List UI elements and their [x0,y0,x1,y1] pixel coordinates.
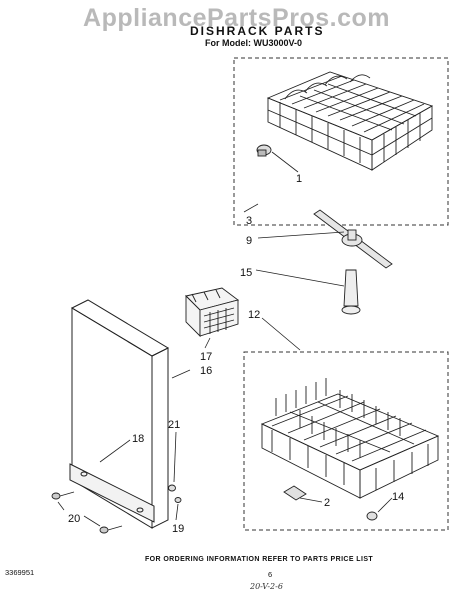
model-line: For Model: WU3000V-0 [205,38,303,48]
part-14-wheel [366,511,378,521]
callout-3: 3 [246,215,252,227]
handwritten-code: 20-V-2-6 [250,582,283,591]
ordering-note: FOR ORDERING INFORMATION REFER TO PARTS … [145,556,374,563]
callout-1: 1 [296,173,302,185]
upper-dishrack [266,71,434,171]
part-19-21-clip [168,484,182,503]
lower-rack-box [243,351,449,531]
callout-14: 14 [392,491,404,503]
part-9-spray-arm [313,209,393,269]
part-20-screws [51,491,123,534]
callout-20: 20 [68,513,80,525]
callout-19: 19 [172,523,184,535]
callout-15: 15 [240,267,252,279]
callout-2: 2 [324,497,330,509]
callout-18: 18 [132,433,144,445]
document-number: 3369951 [5,568,35,577]
lower-dishrack [260,378,440,499]
callout-12: 12 [248,309,260,321]
watermark: AppliancePartsPros.com [83,4,390,32]
callout-17: 17 [200,351,212,363]
callout-9: 9 [246,235,252,247]
part-18-trim-strip [69,463,155,523]
part-1-rack-stop [256,144,272,157]
part-15-feed-tube [341,269,361,315]
part-17-silverware-basket [185,287,240,338]
upper-rack-box [233,57,449,226]
part-16-door-panel [70,299,170,529]
page-number: 6 [268,570,273,579]
diagram-title: DISHRACK PARTS [190,24,325,38]
part-2-roller [283,485,307,501]
callout-16: 16 [200,365,212,377]
callout-21: 21 [168,419,180,431]
